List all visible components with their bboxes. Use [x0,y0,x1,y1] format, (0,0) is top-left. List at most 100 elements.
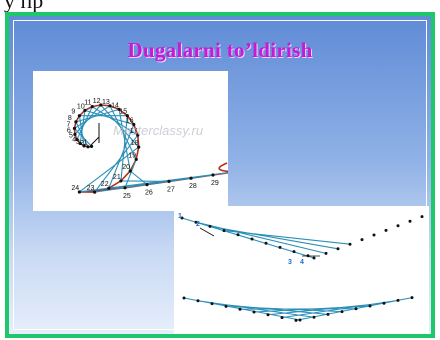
spiral-dot [132,122,136,127]
parabola-dot [180,216,184,220]
spiral-dot [134,157,138,161]
parabola-dot [196,299,200,303]
spiral-thread [94,174,214,193]
parabola-dot [266,313,270,317]
parabola-dot [324,251,328,255]
spiral-dot [119,179,123,183]
spiral-label: 8 [68,115,72,122]
parabola-dot [312,256,316,260]
spiral-arrow [90,136,100,146]
spiral-label: 7 [66,121,70,128]
spiral-label: 29 [211,180,219,187]
parabola-dot [312,315,316,319]
spiral-dot [75,137,79,142]
cut-off-heading: у пр [4,0,44,13]
spiral-thread [129,170,148,186]
spiral-label: 1 [84,139,88,146]
spiral-label: 24 [71,185,79,192]
parabola-dot [340,310,344,314]
parabola-label: 1 [178,213,182,220]
parabola-dot [208,224,212,228]
spiral-dot [145,183,149,187]
spiral-dot [77,190,81,194]
spiral-label: 23 [87,185,95,192]
parabola-drawing: 1 2 3 4 [178,213,424,322]
parabola-dot [194,220,198,224]
spiral-label: 27 [167,186,175,193]
parabola-dot [368,304,372,308]
spiral-dot [128,169,132,173]
spiral-dot [211,173,215,177]
spiral-label: 14 [111,102,119,109]
spiral-dot [90,105,94,109]
slide-title: Dugalarni to’ldirish [127,38,313,62]
parabola-dot [236,233,240,237]
parabola-dot [372,233,376,237]
parabola-dot [298,318,302,322]
spiral-dot [93,190,97,194]
parabola-dot [264,241,268,245]
spiral-thread [79,146,140,193]
parabola-dot [326,312,330,316]
spiral-dot [73,132,77,136]
parabola-arrow [199,227,215,237]
spiral-label: 19 [128,152,136,159]
spiral-label: 3 [76,139,80,146]
parabola-dot [238,307,242,311]
spiral-label: 15 [119,109,127,116]
spiral-label: 13 [102,99,110,106]
spiral-curve [73,104,228,193]
spiral-label: 6 [67,127,71,134]
spiral-dot [125,114,129,118]
spiral-label: 11 [84,100,91,107]
parabola-thread-upper [209,225,339,250]
spiral-dot [123,186,127,190]
spiral-dot [189,176,193,180]
parabola-string-art-image: 1 2 3 4 [174,206,429,334]
parabola-dot [396,298,400,302]
parabola-label: 4 [300,259,304,266]
spiral-dot [99,103,103,107]
spiral-label: 21 [113,174,121,181]
parabola-label: 3 [288,259,292,266]
spiral-dot [72,126,77,130]
spiral-dot [77,114,82,118]
spiral-dot [136,133,140,137]
spiral-dot [89,144,94,148]
spiral-thread [79,172,228,193]
spiral-label: 9 [71,109,75,116]
parabola-dot [280,316,284,320]
spiral-thread [124,159,137,189]
spiral-label: 16 [126,117,134,124]
parabola-dot [222,229,226,233]
spiral-dot [82,144,86,148]
parabola-dot [252,310,256,314]
spiral-label: 26 [145,190,153,197]
parabola-label: 2 [196,221,200,228]
spiral-label: 28 [189,183,197,190]
parabola-dot [210,302,214,306]
parabola-dot [336,247,340,251]
spiral-dot [78,141,82,146]
spiral-label: 4 [72,136,76,143]
parabola-dot [294,318,298,322]
parabola-dot [182,296,186,300]
spiral-dot [137,145,141,149]
spiral-dot [108,104,112,108]
spiral-label: 5 [69,133,73,140]
parabola-dot [384,228,388,232]
parabola-dot [382,301,386,305]
parabola-dot [360,238,364,242]
parabola-dot [410,296,414,300]
parabola-thread-lower [281,299,399,319]
parabola-dot [396,224,400,228]
parabola-dot [278,245,282,249]
spiral-label: 20 [122,164,130,171]
parabola-dot [250,237,254,241]
spiral-label: 18 [131,140,139,147]
spiral-label: 22 [101,181,109,188]
parabola-dot [354,307,358,311]
